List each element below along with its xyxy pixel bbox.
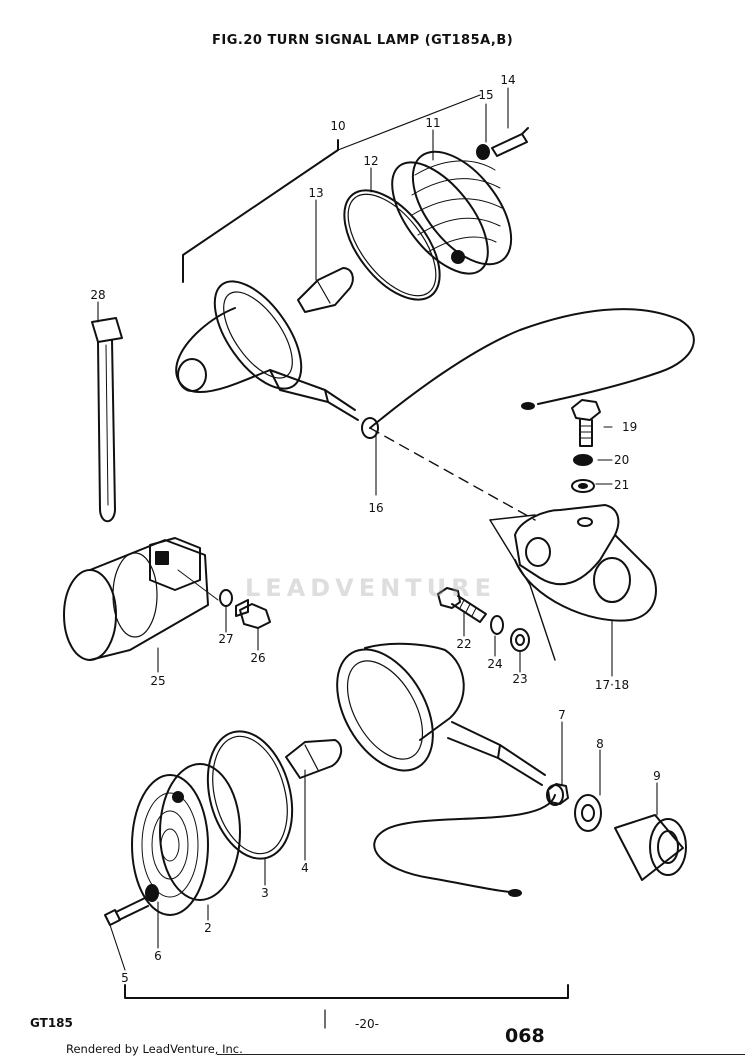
washer-21 (571, 479, 595, 493)
callout-27: 27 (218, 632, 233, 646)
callout-11: 11 (425, 116, 440, 130)
footer-text: Rendered by LeadVenture, Inc. (66, 1042, 243, 1056)
washer-23 (510, 628, 530, 652)
washer-15 (476, 144, 490, 160)
callout-3: 3 (261, 886, 269, 900)
bolt-26 (235, 599, 271, 629)
callout-20: 20 (614, 453, 629, 467)
bolt-22 (437, 587, 487, 623)
nut-7 (547, 783, 569, 805)
bolt-19 (571, 399, 601, 447)
callout-15: 15 (478, 88, 493, 102)
callout-22: 22 (456, 637, 471, 651)
upper-lens-11 (391, 150, 513, 275)
bracket-17-18 (489, 504, 657, 661)
assembly-bracket-bottom (124, 984, 569, 999)
reference-number: 068 (505, 1025, 545, 1047)
callout-7: 7 (558, 708, 566, 722)
callout-12: 12 (363, 154, 378, 168)
callout-9: 9 (653, 769, 661, 783)
washer-20 (573, 454, 593, 466)
lower-bulb-4 (285, 739, 343, 779)
flasher-relay-25 (63, 537, 209, 661)
upper-gasket-12 (343, 189, 441, 301)
washer-6 (145, 884, 159, 902)
lower-lens-2 (131, 763, 241, 916)
assembly-bracket-10 (182, 139, 339, 283)
screw-14 (491, 127, 529, 157)
callout-2: 2 (204, 921, 212, 935)
upper-lamp-housing (175, 280, 379, 439)
washer-24 (490, 615, 504, 635)
callout-6: 6 (154, 949, 162, 963)
callout-21: 21 (614, 478, 629, 492)
callout-23: 23 (512, 672, 527, 686)
washer-8 (574, 794, 602, 832)
callout-19: 19 (622, 420, 637, 434)
callout-8: 8 (596, 737, 604, 751)
callout-17-18: 17·18 (595, 678, 629, 692)
watermark: LEADVENTURE (245, 574, 496, 602)
callout-5: 5 (121, 971, 129, 985)
lower-gasket-3 (206, 730, 294, 860)
figure-title: FIG.20 TURN SIGNAL LAMP (GT185A,B) (212, 33, 514, 48)
callout-16: 16 (368, 501, 383, 515)
lower-lamp-housing (336, 642, 564, 806)
callout-26: 26 (250, 651, 265, 665)
callout-14: 14 (500, 73, 515, 87)
upper-bulb-13 (297, 267, 354, 313)
screw-5 (104, 897, 149, 926)
strap-28 (91, 317, 123, 523)
callout-28: 28 (90, 288, 105, 302)
callout-24: 24 (487, 657, 502, 671)
callout-4: 4 (301, 861, 309, 875)
page-number: -20- (355, 1017, 379, 1031)
washer-27 (219, 589, 233, 607)
footer-rule (217, 1054, 745, 1055)
lower-wire (373, 794, 556, 893)
callout-25: 25 (150, 674, 165, 688)
callout-13: 13 (308, 186, 323, 200)
grommet-9 (614, 814, 687, 881)
upper-wire (369, 308, 695, 429)
callout-10: 10 (330, 119, 345, 133)
model-label: GT185 (30, 1016, 73, 1030)
